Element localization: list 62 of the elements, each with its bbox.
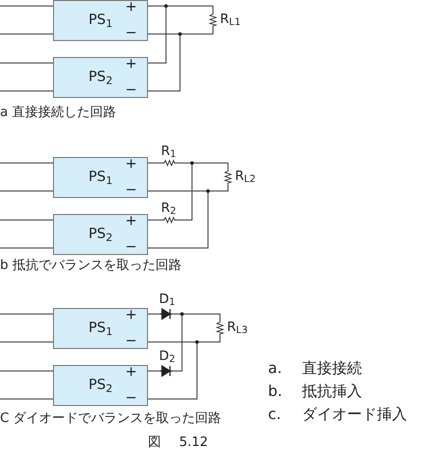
terminal-sign: − — [125, 183, 137, 198]
wire — [0, 162, 54, 164]
box-label: PS$_{2}$ — [87, 69, 114, 85]
wire — [148, 336, 220, 400]
component-label: R$_{2}$ — [161, 201, 176, 216]
resistor-symbol — [224, 169, 232, 185]
power-supply-box — [53, 57, 148, 98]
figure-caption: 図 5.12 — [148, 434, 208, 452]
terminal-sign: + — [125, 365, 137, 380]
wire — [148, 6, 214, 64]
caption-text: a 直接接続した回路 — [0, 104, 116, 122]
terminal-sign: + — [125, 0, 137, 15]
caption-text: c. — [268, 405, 282, 423]
terminal-sign: − — [125, 83, 137, 98]
wire — [148, 28, 214, 92]
power-supply-box — [53, 157, 148, 198]
terminal-sign: + — [125, 157, 137, 172]
caption-text: C ダイオードでバランスを取った回路 — [0, 410, 222, 428]
box-label: PS$_{2}$ — [87, 226, 114, 242]
wire — [148, 370, 160, 372]
terminal-sign: + — [125, 214, 137, 229]
wire — [148, 162, 162, 164]
component-label: R$_{L3}$ — [227, 320, 248, 335]
component-label: D$_{1}$ — [159, 292, 176, 307]
terminal-sign: − — [125, 391, 137, 406]
box-label: PS$_{2}$ — [87, 377, 114, 393]
wire — [0, 370, 54, 372]
resistor-symbol — [216, 320, 224, 336]
caption-text: a. — [268, 359, 282, 377]
wire — [0, 398, 54, 400]
component-label: D$_{2}$ — [159, 349, 176, 364]
power-supply-box — [53, 0, 148, 41]
terminal-sign: − — [125, 26, 137, 41]
resistor-symbol — [209, 12, 217, 28]
wire — [176, 162, 228, 220]
terminal-sign: − — [125, 334, 137, 349]
terminal-sign: − — [125, 240, 137, 255]
wire — [172, 314, 220, 372]
caption-text: ダイオード挿入 — [302, 405, 407, 423]
diode-symbol — [160, 365, 172, 377]
wire — [0, 90, 54, 92]
box-label: PS$_{1}$ — [87, 169, 114, 185]
power-supply-box — [53, 365, 148, 406]
wire — [148, 184, 228, 248]
box-label: PS$_{1}$ — [87, 12, 114, 28]
diode-symbol — [160, 308, 172, 320]
caption-text: b 抵抗でバランスを取った回路 — [0, 257, 182, 275]
terminal-sign: + — [125, 57, 137, 72]
caption-text: 抵抗挿入 — [302, 382, 362, 400]
caption-text: 直接接続 — [302, 359, 362, 377]
component-label: R$_{1}$ — [161, 144, 176, 159]
terminal-sign: + — [125, 308, 137, 323]
power-supply-box — [53, 308, 148, 349]
component-label: R$_{L1}$ — [220, 12, 241, 27]
component-label: R$_{L2}$ — [235, 169, 256, 184]
caption-text: b. — [268, 382, 282, 400]
box-label: PS$_{1}$ — [87, 320, 114, 336]
resistor-symbol — [162, 217, 176, 223]
wire — [0, 190, 54, 192]
wire — [0, 62, 54, 64]
power-supply-box — [53, 214, 148, 255]
resistor-symbol — [162, 160, 176, 166]
